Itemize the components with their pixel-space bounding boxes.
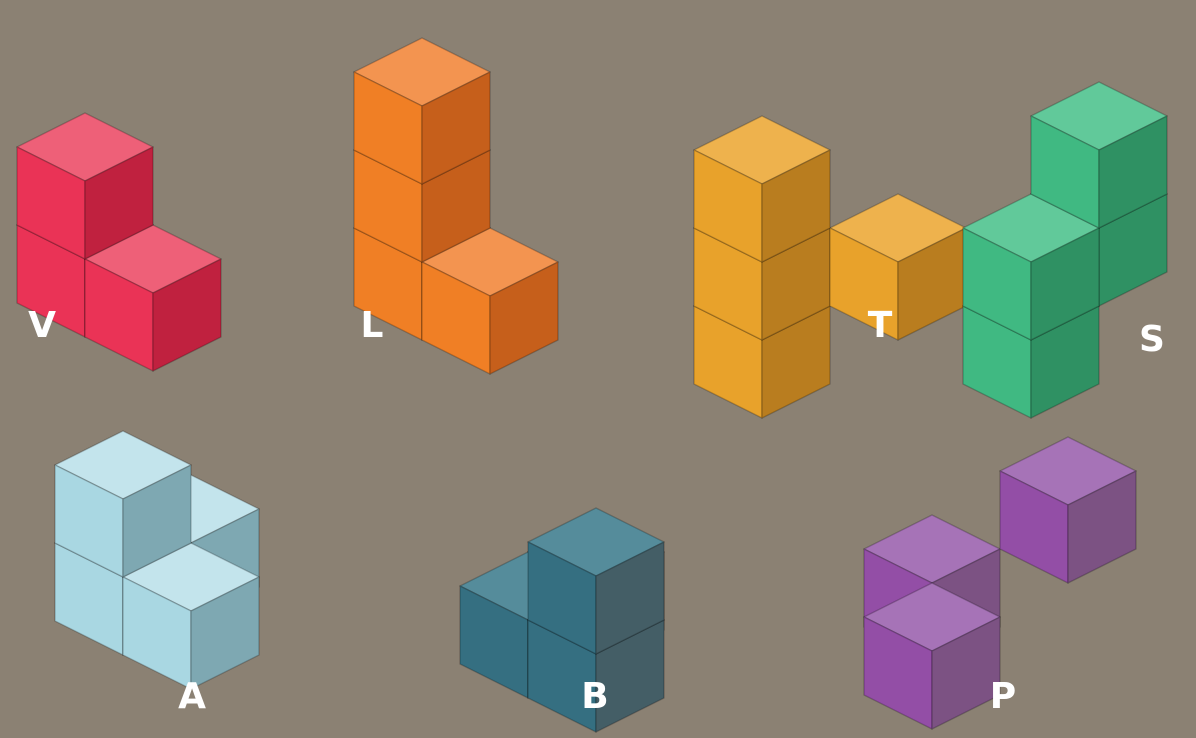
cube-s-3: [1030, 81, 1168, 229]
label-t: T: [867, 305, 893, 346]
label-b: B: [581, 676, 609, 717]
cube-p-2: [863, 582, 1001, 730]
cube-p-1: [999, 436, 1137, 584]
piece-b-shape: [459, 507, 665, 733]
cube-t-2: [829, 193, 967, 341]
cube-a-2: [122, 542, 260, 690]
cube-t-3: [693, 115, 831, 263]
piece-a-shape: [54, 430, 260, 690]
label-p: P: [989, 676, 1017, 717]
label-v: V: [28, 305, 56, 346]
piece-t-shape: [693, 115, 967, 419]
cube-v-2: [16, 112, 154, 260]
label-l: L: [360, 305, 384, 346]
piece-v-shape: [16, 112, 222, 372]
cube-a-3: [54, 430, 192, 578]
piece-s-shape: [962, 81, 1168, 419]
piece-l-shape: [353, 37, 559, 375]
label-a: A: [178, 676, 206, 717]
cube-b-3: [527, 507, 665, 655]
cube-l-3: [353, 37, 491, 185]
piece-p-shape: [863, 436, 1137, 730]
label-s: S: [1139, 319, 1165, 360]
